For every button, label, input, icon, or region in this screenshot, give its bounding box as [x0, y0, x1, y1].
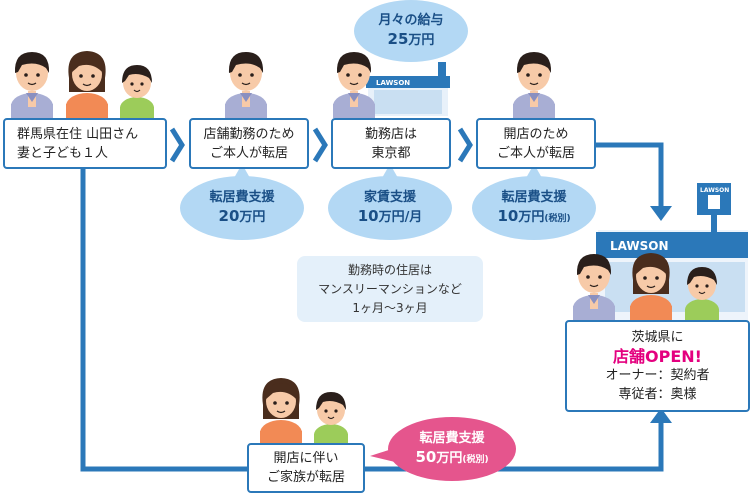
support3-bubble-shape [472, 164, 596, 240]
wife-figure-start [65, 50, 109, 120]
connector-left-down [80, 169, 248, 472]
wife-figure-final [629, 252, 673, 322]
step4-line1: 開店のため [503, 126, 569, 142]
final-open-text: 店舗OPEN! [613, 347, 702, 366]
salary-amount: 25 [387, 30, 409, 48]
salary-unit: 万円 [408, 33, 435, 48]
wife-figure-family [259, 377, 303, 447]
support4-amount: 50 [415, 447, 437, 466]
start-line2: 妻と子ども１人 [17, 145, 109, 161]
husband-figure-step4 [512, 51, 556, 120]
support2-amount: 10 [357, 207, 379, 225]
family-line1: 開店に伴い [273, 451, 339, 466]
final-box: 茨城県に 店舗OPEN! オーナー：契約者 専従者：奥様 [565, 320, 750, 412]
salary-bubble: 月々の給与 25万円 [355, 6, 467, 56]
child-figure-family [313, 391, 349, 447]
step3-line2: 東京都 [371, 145, 411, 161]
step3-box: 勤務店は 東京都 [331, 118, 451, 169]
chevron-2-icon [312, 127, 328, 163]
support2-bubble-shape [328, 164, 452, 240]
family-box: 開店に伴い ご家族が転居 [247, 443, 365, 493]
step3-line1: 勤務店は [364, 126, 417, 142]
husband-figure-start [10, 51, 54, 120]
salary-label: 月々の給与 [378, 13, 444, 28]
support3-unit: 万円 [518, 209, 545, 225]
support4-bubble-shape [370, 417, 516, 481]
step-start-box: 群馬県在住 山田さん 妻と子ども１人 [3, 118, 167, 169]
support4-tax-note: (税別) [462, 454, 489, 465]
support1-bubble-shape [180, 164, 304, 240]
family-line2: ご家族が転居 [266, 470, 345, 485]
note-line3: 1ヶ月〜3ヶ月 [352, 300, 428, 315]
step2-line1: 店舗勤務のため [203, 126, 295, 142]
step4-line2: ご本人が転居 [496, 145, 575, 161]
big-store-icon [596, 183, 748, 320]
connector-top-right [595, 142, 664, 208]
support3-amount: 10 [497, 206, 519, 225]
arrow-down-head [650, 206, 672, 221]
arrow-up-head [650, 408, 672, 423]
final-line1: 茨城県に [631, 330, 684, 345]
support4-unit: 万円 [436, 450, 463, 466]
chevron-3-icon [457, 127, 473, 163]
note-line1: 勤務時の住居は [347, 262, 432, 277]
housing-note: 勤務時の住居は マンスリーマンションなど 1ヶ月〜3ヶ月 [297, 256, 483, 322]
final-staff: 専従者：奥様 [618, 387, 697, 402]
support3-label: 転居費支援 [501, 189, 567, 205]
final-owner: オーナー：契約者 [605, 368, 710, 383]
store-tower-sign: LAWSON [700, 187, 729, 194]
salary-bubble-shape [354, 0, 468, 62]
small-store-sign: LAWSON [376, 79, 410, 87]
support1-unit: 万円 [239, 210, 266, 225]
support3-tax-note: (税別) [544, 213, 571, 224]
child-figure-start [119, 64, 155, 120]
step2-line2: ご本人が転居 [209, 145, 288, 161]
step2-box: 店舗勤務のため ご本人が転居 [189, 118, 309, 169]
husband-figure-step2 [224, 51, 268, 120]
small-store-icon [366, 62, 450, 116]
support1-bubble: 転居費支援 20万円 [182, 184, 302, 232]
support3-bubble: 転居費支援 10万円(税別) [474, 184, 594, 232]
support2-bubble: 家賃支援 10万円/月 [330, 184, 450, 232]
support2-label: 家賃支援 [363, 190, 416, 205]
support2-unit: 万円/月 [378, 210, 423, 225]
big-store-sign: LAWSON [610, 239, 669, 253]
chevron-1-icon [169, 127, 185, 163]
start-line1: 群馬県在住 山田さん [17, 126, 139, 142]
support4-bubble: 転居費支援 50万円(税別) [392, 424, 512, 474]
support1-label: 転居費支援 [209, 190, 275, 205]
support4-label: 転居費支援 [419, 430, 485, 446]
support1-amount: 20 [218, 207, 240, 225]
note-line2: マンスリーマンションなど [318, 281, 462, 296]
step4-box: 開店のため ご本人が転居 [476, 118, 596, 169]
